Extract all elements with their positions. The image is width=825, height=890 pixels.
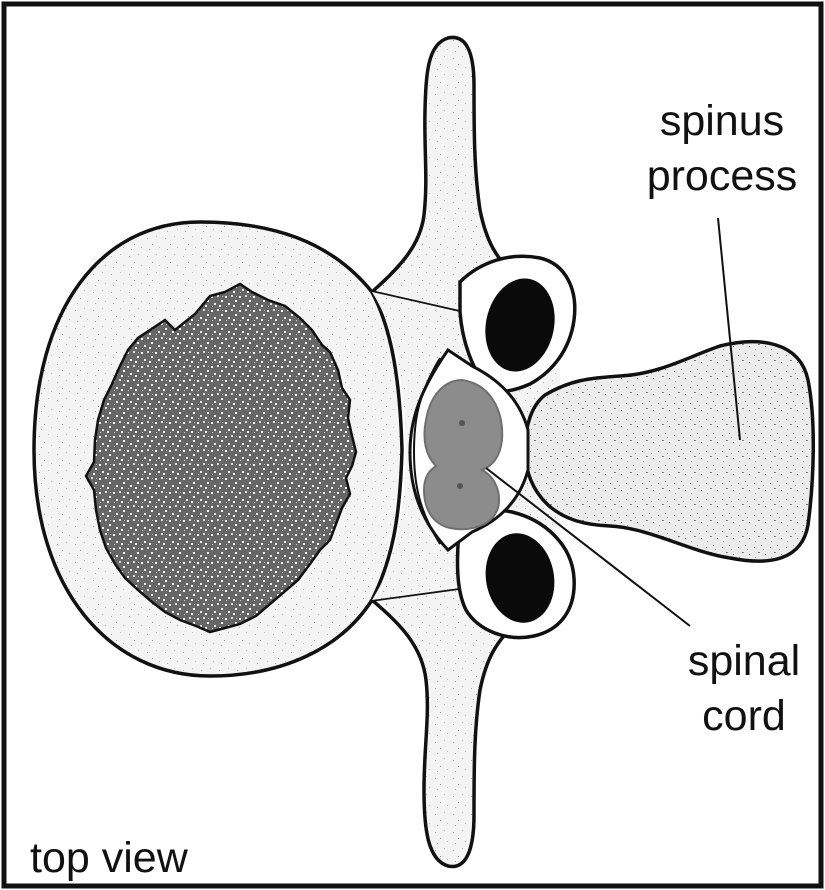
spinus-label-line2: process: [647, 152, 798, 200]
view-caption: top view: [30, 834, 189, 882]
cord-label-line2: cord: [702, 692, 786, 740]
cord-dot-upper: [459, 420, 465, 426]
cord-dot-lower: [457, 483, 463, 489]
spinal-cord: [424, 380, 502, 529]
spinus-label-line1: spinus: [660, 97, 784, 145]
cord-label-line1: spinal: [688, 637, 800, 685]
